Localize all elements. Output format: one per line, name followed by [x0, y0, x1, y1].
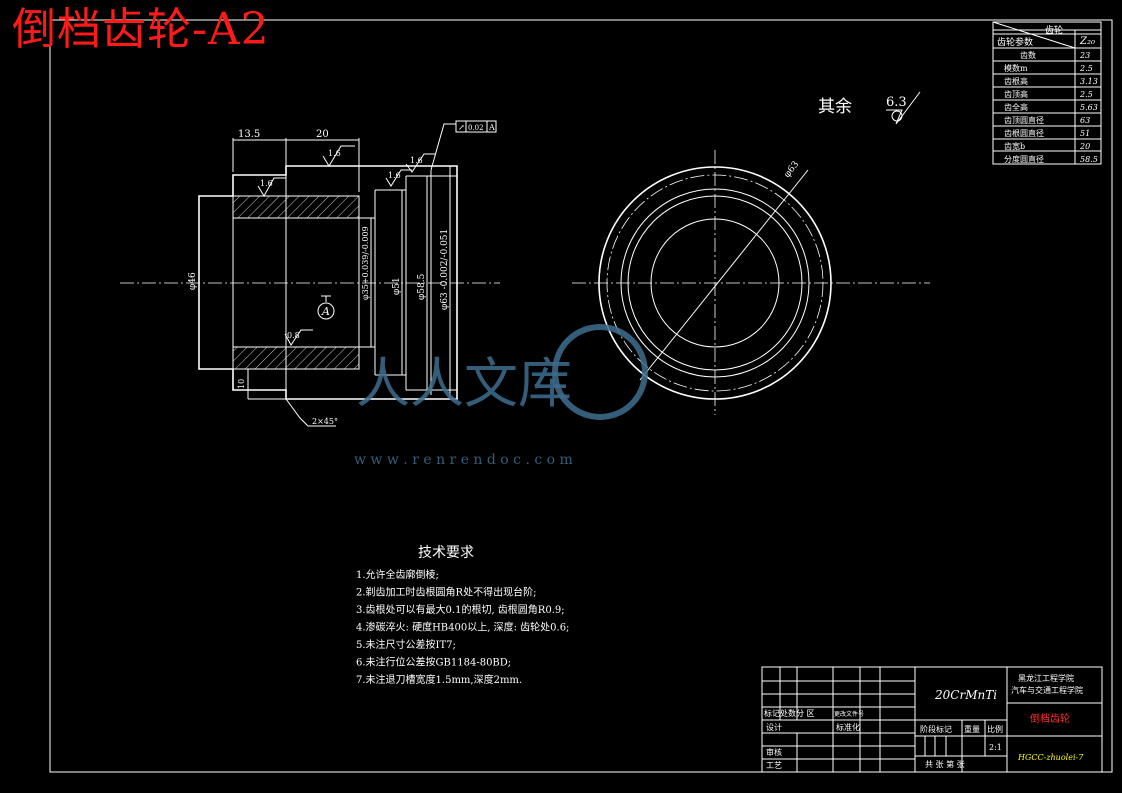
gear-param-label: 齿根圆直径	[1004, 128, 1044, 138]
tech-req-item: 5.未注尺寸公差按IT7;	[356, 638, 456, 651]
tech-req-item: 2.剃齿加工时齿根圆角R处不得出现台阶;	[356, 586, 536, 599]
tolerance-datum: A	[488, 123, 495, 132]
gear-param-label: 齿数	[1020, 50, 1036, 60]
tolerance-value: 0.02	[468, 124, 484, 132]
end-view-dia-label: φ63	[782, 159, 801, 179]
tech-requirements: 技术要求 1.允许全齿廓倒棱; 2.剃齿加工时齿根圆角R处不得出现台阶; 3.齿根处…	[356, 545, 569, 686]
gear-param-value: 63	[1080, 116, 1090, 125]
gear-param-label: 齿顶高	[1004, 89, 1028, 99]
tolerance-symbol: ↗	[458, 123, 465, 132]
gear-param-value: 5.63	[1080, 103, 1098, 112]
tech-req-item: 3.齿根处可以有最大0.1的根切, 齿根圆角R0.9;	[356, 603, 565, 616]
datum-a-label: A	[321, 305, 330, 318]
tb-sheets: 共 张 第 张	[925, 759, 965, 769]
school-line-1: 黑龙江工程学院	[1018, 673, 1074, 683]
roughness-mark-3: 1.6	[385, 169, 412, 187]
tech-req-title: 技术要求	[418, 545, 474, 561]
title-block: 20CrMnTi 黑龙江工程学院 汽车与交通工程学院 倒档齿轮 HGCC-zhu…	[761, 666, 1103, 773]
dim-phi51: φ51	[392, 277, 402, 295]
school-line-2: 汽车与交通工程学院	[1011, 685, 1083, 695]
tb-design: 设计	[766, 722, 782, 732]
tb-revision: 标记处数分 区	[764, 708, 815, 718]
drawing-number: HGCC-zhuolei-7	[1017, 753, 1084, 762]
gear-param-header-left: 齿轮参数	[997, 36, 1033, 48]
svg-text:1.6: 1.6	[328, 149, 341, 158]
roughness-note-label: 其余	[818, 97, 852, 117]
tech-req-item: 7.未注退刀槽宽度1.5mm,深度2mm.	[356, 673, 522, 686]
tb-stage: 阶段标记	[920, 724, 952, 734]
gear-param-label: 齿根高	[1004, 76, 1028, 86]
gear-param-value: 58.5	[1080, 155, 1098, 164]
gear-param-value: 3.13	[1080, 77, 1098, 86]
dim-phi63: φ63 -0.002/-0.051	[440, 229, 450, 310]
gear-param-value: 2.5	[1079, 90, 1093, 99]
gear-param-value: 20	[1079, 142, 1090, 151]
tech-req-item: 4.渗碳淬火: 硬度HB400以上, 深度: 齿轮处0.6;	[356, 621, 569, 634]
tech-req-item: 1.允许全齿廓倒棱;	[356, 568, 439, 581]
drawing-title-overlay: 倒档齿轮-A2	[12, 4, 270, 55]
tb-process: 工艺	[766, 761, 782, 770]
roughness-mark-2: 1.6	[405, 153, 436, 173]
dim-20: 20	[316, 129, 329, 140]
roughness-mark-5: 0.8	[284, 329, 313, 346]
gear-param-label: 齿全高	[1004, 102, 1028, 112]
gear-param-header-value: Z₂₀	[1079, 36, 1095, 47]
svg-text:1.6: 1.6	[260, 179, 273, 188]
tb-review: 审核	[766, 747, 782, 757]
dim-phi46: φ46	[188, 272, 198, 290]
gear-param-header-right: 齿轮	[1045, 24, 1063, 36]
tb-change: 更改文件号	[834, 710, 864, 718]
tb-ratio: 比例	[987, 724, 1003, 734]
drawing-border	[49, 19, 1113, 773]
gear-param-value: 51	[1080, 129, 1090, 138]
dim-phi58-5: φ58.5	[417, 273, 427, 300]
tb-standard: 标准化	[836, 722, 860, 732]
gear-param-label: 齿宽b	[1004, 141, 1025, 151]
roughness-mark-1: 1.6	[322, 145, 355, 167]
gear-end-view: φ63	[572, 150, 930, 415]
gear-param-label: 分度圆直径	[1004, 154, 1044, 164]
gear-section-view: 13.5 20 ↗ 0.02 A 1.6 1.6 1.6 1.6 0.8 φ46…	[120, 120, 500, 427]
chamfer-note: 2×45°	[312, 417, 338, 426]
dim-phi35: φ35+0.039/-0.009	[361, 226, 370, 300]
svg-text:1.6: 1.6	[410, 156, 423, 165]
scale-value: 2:1	[989, 743, 1002, 752]
tech-req-item: 6.未注行位公差按GB1184-80BD;	[356, 656, 511, 669]
part-name: 倒档齿轮	[1030, 712, 1070, 725]
roughness-circle-symbol	[886, 91, 921, 125]
watermark-url: w w w . r e n r e n d o c . c o m	[354, 452, 573, 468]
tb-weight: 重量	[964, 724, 980, 734]
gear-param-label: 齿顶圆直径	[1004, 115, 1044, 125]
gear-param-label: 模数m	[1004, 63, 1028, 73]
dim-13-5: 13.5	[238, 129, 260, 140]
gear-param-value: 2.5	[1079, 64, 1093, 73]
gear-param-table: 齿轮 齿轮参数 Z₂₀ 齿数 23 模数m 2.5 齿根高 3.13 齿顶高 2.5 齿全高 5.…	[992, 21, 1102, 165]
material: 20CrMnTi	[934, 688, 997, 702]
gear-param-value: 23	[1079, 51, 1090, 60]
svg-text:0.8: 0.8	[287, 331, 300, 340]
watermark: 人人文库 w w w . r e n r e n d o c . c o m	[354, 324, 648, 468]
watermark-glyphs: 人人文库	[356, 352, 572, 415]
roughness-mark-4: 1.6	[257, 177, 286, 197]
roughness-note-value: 6.3	[886, 95, 907, 110]
svg-text:1.6: 1.6	[388, 171, 401, 180]
dim-10: 10	[237, 379, 246, 389]
